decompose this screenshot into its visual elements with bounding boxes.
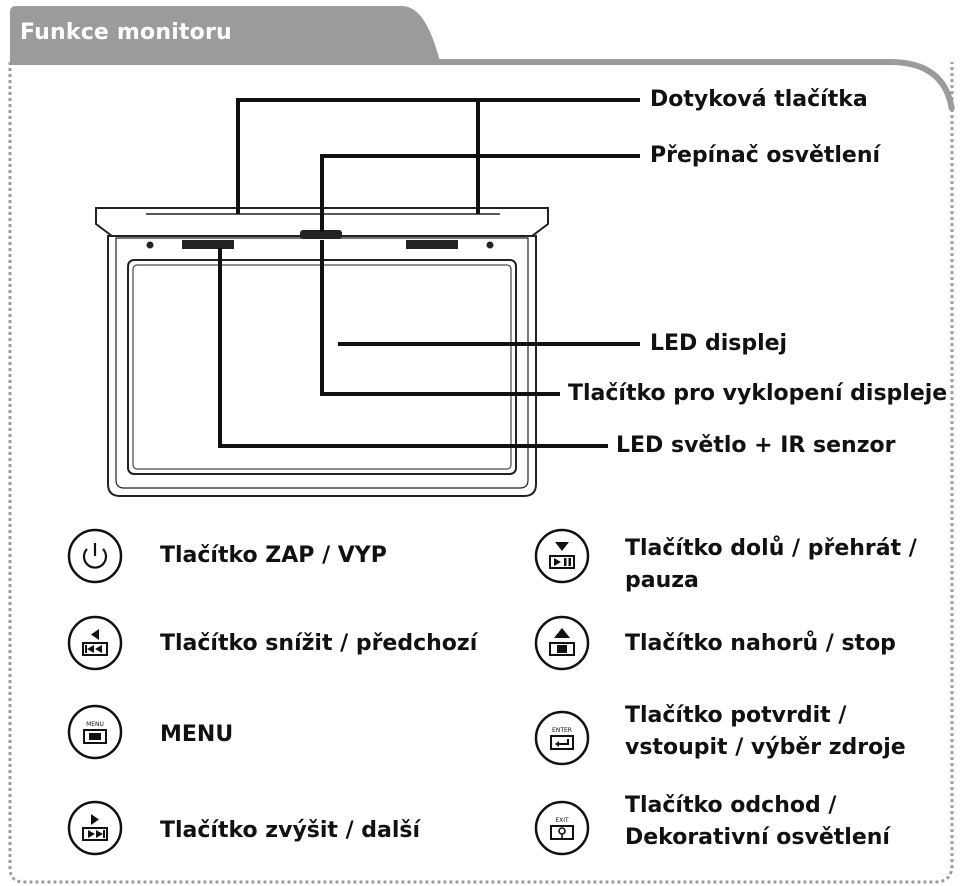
top-stripe (440, 59, 955, 111)
menu-button-label: MENU (160, 722, 234, 747)
speaker-strip (406, 240, 458, 249)
next-button-label: Tlačítko zvýšit / další (160, 818, 421, 843)
monitor-diagram (95, 98, 640, 497)
play-pause-button-label: Tlačítko dolů / přehrát / pauza (625, 533, 917, 597)
exit-label-line2: Dekorativní osvětlení (625, 824, 890, 850)
exit-icon-text: EXIT (555, 817, 569, 824)
exit-icon: EXIT (534, 800, 590, 856)
dotted-border (8, 62, 954, 884)
next-icon (67, 800, 123, 856)
screw (486, 241, 494, 249)
leader-lines (218, 98, 640, 448)
exit-button-label: Tlačítko odchod / Dekorativní osvětlení (625, 790, 890, 854)
monitor-bezel (115, 237, 529, 489)
tilt-button-knob (300, 230, 342, 239)
previous-icon (67, 615, 123, 671)
power-icon (67, 528, 123, 584)
stop-icon (534, 615, 590, 671)
enter-icon: ENTER (534, 710, 590, 766)
stop-button-label: Tlačítko nahorů / stop (625, 631, 896, 656)
menu-icon-text: MENU (86, 721, 104, 728)
callout-light-switch: Přepínač osvětlení (650, 143, 881, 168)
screw (146, 241, 154, 249)
callout-led-display: LED displej (650, 331, 788, 356)
tab-shape (10, 6, 440, 62)
exit-label-line1: Tlačítko odchod / (625, 793, 837, 818)
enter-icon-text: ENTER (552, 727, 572, 734)
enter-button-label: Tlačítko potvrdit / vstoupit / výběr zdr… (625, 700, 906, 764)
callout-led-ir: LED světlo + IR senzor (616, 433, 896, 458)
callout-touch-buttons: Dotyková tlačítka (650, 87, 868, 112)
previous-button-label: Tlačítko snížit / předchozí (160, 631, 478, 656)
callout-tilt-button: Tlačítko pro vyklopení displeje (568, 381, 948, 406)
play-pause-label-line2: pauza (625, 567, 699, 593)
menu-icon: MENU (67, 704, 123, 760)
play-pause-label-line1: Tlačítko dolů / přehrát / (625, 536, 917, 561)
led-ir-strip (182, 240, 234, 249)
enter-label-line1: Tlačítko potvrdit / (625, 703, 847, 728)
section-title: Funkce monitoru (20, 20, 232, 45)
play-pause-icon (534, 528, 590, 584)
enter-label-line2: vstoupit / výběr zdroje (625, 734, 906, 760)
power-button-label: Tlačítko ZAP / VYP (160, 543, 387, 568)
